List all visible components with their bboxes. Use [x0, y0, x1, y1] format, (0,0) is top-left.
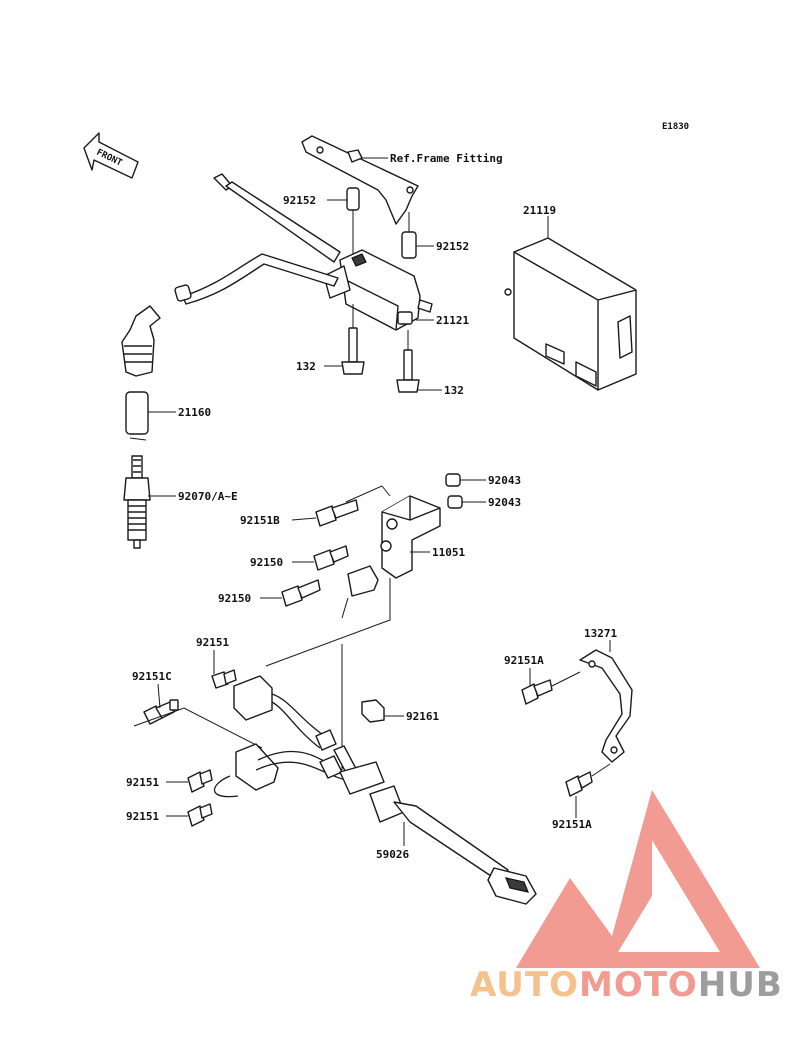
callout-92151a2: 92151A	[552, 818, 592, 831]
collar-92152-upper	[346, 187, 360, 211]
callout-21119: 21119	[523, 204, 556, 217]
watermark-hub: HUB	[698, 965, 783, 1005]
bolt-132-right	[396, 349, 420, 393]
watermark-triangle-icon	[516, 790, 760, 968]
high-tension-lead	[213, 173, 341, 263]
callout-92043a: 92043	[488, 474, 521, 487]
spark-plug-cap	[121, 305, 161, 377]
front-arrow-icon: FRONT	[83, 132, 139, 179]
pickup-coil-holder-11051	[347, 495, 441, 597]
clamp-13271	[579, 649, 633, 763]
bolt-92151a-lower	[565, 771, 593, 797]
bolt-132-left	[341, 327, 365, 375]
bolt-92151-low	[187, 803, 213, 827]
callout-92151a: 92151A	[504, 654, 544, 667]
igniter-unit-21119	[504, 237, 637, 391]
ignition-coil-21121	[323, 249, 433, 331]
callout-132b: 132	[444, 384, 464, 397]
callout-92151b: 92151B	[240, 514, 280, 527]
callout-92151c: 92151C	[132, 670, 172, 683]
callout-11051: 11051	[432, 546, 465, 559]
callout-92150a: 92150	[250, 556, 283, 569]
bolt-92151-mid	[187, 769, 213, 793]
wiring-harness-59026	[213, 675, 537, 905]
callout-132a: 132	[296, 360, 316, 373]
collar-92152-right	[401, 231, 417, 259]
callout-21121: 21121	[436, 314, 469, 327]
callout-92150b: 92150	[218, 592, 251, 605]
bolt-92151-top	[211, 669, 237, 689]
spark-plug-92070	[123, 455, 151, 549]
bolt-92151b	[315, 499, 359, 527]
callout-92151-mid: 92151	[126, 776, 159, 789]
callout-92152a: 92152	[283, 194, 316, 207]
screw-92151c	[143, 699, 179, 725]
callout-92151-low: 92151	[126, 810, 159, 823]
callout-59026: 59026	[376, 848, 409, 861]
diagram-code: E1830	[662, 122, 689, 132]
watermark-auto: AUTO	[470, 965, 579, 1005]
cap-92161	[361, 699, 385, 723]
callout-21160: 21160	[178, 406, 211, 419]
frame-fitting-bracket	[301, 135, 419, 225]
bolt-92150-upper	[313, 545, 349, 571]
cap-sleeve-21160	[125, 391, 149, 441]
callout-92151-top: 92151	[196, 636, 229, 649]
watermark-moto: MOTO	[579, 965, 698, 1005]
cap-92043-upper	[445, 473, 461, 487]
callout-13271: 13271	[584, 627, 617, 640]
callout-92070: 92070/A~E	[178, 490, 238, 503]
ref-note-label: Ref.Frame Fitting	[390, 152, 503, 165]
cap-92043-lower	[447, 495, 463, 509]
callout-92161: 92161	[406, 710, 439, 723]
svg-text:AUTOMOTOHUB: AUTOMOTOHUB	[470, 965, 783, 1005]
callout-92043b: 92043	[488, 496, 521, 509]
coil-lead-wire	[179, 253, 339, 305]
automotohub-watermark: AUTOMOTOHUB	[470, 790, 783, 1005]
bolt-92150-lower	[281, 579, 321, 607]
bolt-92151a-upper	[521, 679, 553, 705]
callout-92152b: 92152	[436, 240, 469, 253]
